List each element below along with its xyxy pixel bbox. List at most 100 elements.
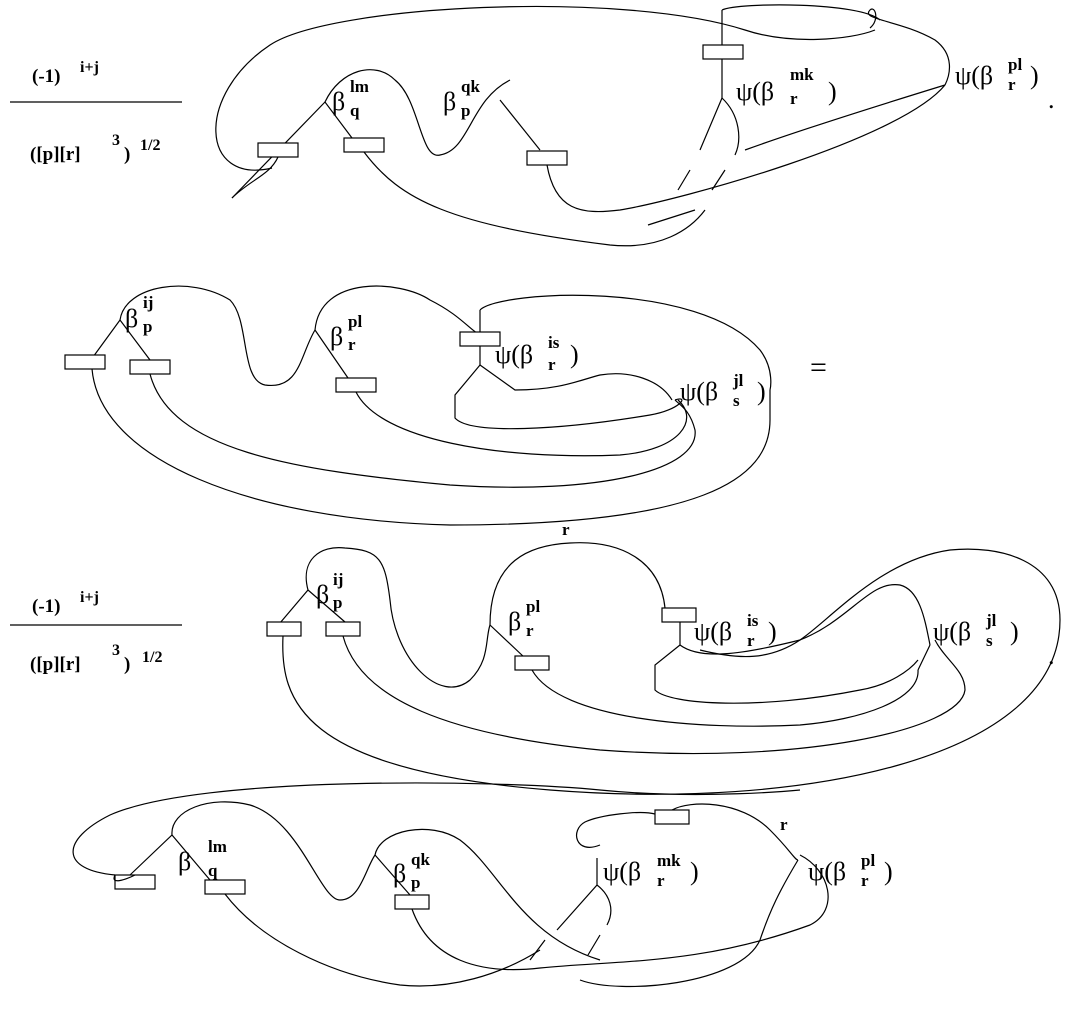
- diagram-1-mk-legs: [699, 97, 740, 156]
- svg-text:r: r: [526, 621, 534, 640]
- svg-text:mk: mk: [657, 851, 681, 870]
- diagram-4-label-psi-mk: ψ(β mk r ): [603, 851, 699, 890]
- diagram-1-box-lm: [343, 137, 385, 153]
- diagram-1-pl-strand: [744, 84, 946, 151]
- diagram-1-arc-lm-qk: [324, 69, 511, 156]
- diagram-1-label-beta-qk: β qk p: [443, 77, 480, 120]
- svg-text:r: r: [548, 355, 556, 374]
- diagram-2-box-pl: [335, 377, 377, 393]
- svg-text:β: β: [508, 607, 521, 636]
- svg-text:r: r: [348, 335, 356, 354]
- svg-text:): ): [1010, 617, 1019, 646]
- svg-text:β: β: [393, 859, 406, 888]
- diagram-4-box-qk: [394, 894, 430, 910]
- diagram-4-beta-qk-leg: [374, 854, 411, 896]
- diagram-3-arc-ij-pl: [305, 547, 491, 688]
- svg-text:r: r: [1008, 75, 1016, 94]
- diagram-1-period: .: [1048, 85, 1055, 114]
- diagram-4-arc-qk: [374, 828, 601, 961]
- diagram-2-label-beta-ij: β ij p: [125, 293, 153, 336]
- svg-text:p: p: [143, 317, 152, 336]
- svg-text:r: r: [657, 871, 665, 890]
- svg-text:β: β: [443, 87, 456, 116]
- diagram-4-mk-vertex: [556, 858, 612, 931]
- fraction-coefficient-2: (-1) i+j ([p][r] 3 ) 1/2: [10, 589, 182, 675]
- svg-text:): ): [1030, 61, 1039, 90]
- diagram-2-arc-pl-is: [314, 285, 481, 336]
- svg-text:ψ(β: ψ(β: [680, 377, 718, 406]
- fraction-1-numerator-exponent: i+j: [80, 59, 99, 76]
- diagram-4-label-beta-qk: β qk p: [393, 850, 430, 892]
- diagram-4-beta-lm-vertex: [129, 834, 211, 881]
- fraction-1-denominator-cube: 3: [112, 132, 120, 149]
- diagram-4-label-beta-lm: β lm q: [178, 837, 227, 880]
- diagram-3-box-left: [266, 621, 302, 637]
- diagram-1-top-strand: [721, 4, 881, 21]
- svg-text:pl: pl: [1008, 55, 1022, 74]
- fraction-2-denominator-close: ): [124, 654, 130, 675]
- svg-text:): ): [570, 340, 579, 369]
- diagram-4-box-left-join: [113, 874, 136, 882]
- diagram-2-outer-bottom-strand: [91, 368, 771, 526]
- fraction-2-numerator-exponent: i+j: [80, 589, 99, 606]
- diagram-2-box-left: [64, 354, 106, 370]
- svg-text:jl: jl: [985, 611, 997, 630]
- diagram-4-under-strand: [579, 859, 799, 988]
- fraction-1-denominator-exponent: 1/2: [140, 137, 160, 154]
- diagram-1-box-mk: [702, 44, 744, 60]
- diagram-2-arc-ij-pl: [119, 285, 316, 386]
- svg-text:): ): [828, 77, 837, 106]
- svg-text:qk: qk: [411, 850, 430, 869]
- diagram-3-period: .: [1048, 641, 1055, 670]
- diagram-2-label-psi-is: ψ(β is r ): [495, 333, 579, 374]
- diagram-4-box-mk: [654, 809, 690, 825]
- svg-text:r: r: [747, 631, 755, 650]
- diagram-3-box-is: [661, 607, 697, 623]
- fraction-coefficient-1: (-1) i+j ([p][r] 3 ) 1/2: [10, 59, 182, 165]
- fraction-1-denominator: ([p][r]: [30, 144, 81, 165]
- svg-text:q: q: [208, 861, 218, 880]
- diagram-4-r-strand: [671, 803, 799, 861]
- fraction-2-denominator: ([p][r]: [30, 654, 81, 675]
- svg-text:p: p: [461, 101, 470, 120]
- diagram-1-outer-loop: [215, 5, 876, 171]
- diagram-4-lower-strand-2: [411, 854, 829, 971]
- diagram-3-inner-strand: [531, 669, 919, 727]
- svg-text:s: s: [986, 631, 993, 650]
- diagram-3-is-right-leg: [679, 584, 931, 655]
- svg-text:is: is: [747, 611, 759, 630]
- diagram-3-box-pl: [514, 655, 550, 671]
- svg-text:β: β: [178, 847, 191, 876]
- diagram-2-label-psi-jl: ψ(β jl s ): [680, 371, 766, 410]
- diagram-4: r β lm q β qk p ψ(β mk r ) ψ(β pl r ): [72, 782, 893, 988]
- diagram-1-lower-strand-2: [546, 84, 946, 213]
- diagram-1-crossing-gaps: [677, 169, 726, 191]
- svg-text:r: r: [790, 89, 798, 108]
- diagram-2-is-left-leg: [454, 364, 683, 430]
- svg-text:ij: ij: [143, 293, 153, 312]
- diagram-1-under-strand: [647, 209, 696, 226]
- diagram-1-box-left-strand: [231, 156, 279, 199]
- diagram-1-lower-strand-1: [363, 151, 706, 247]
- svg-text:pl: pl: [526, 597, 540, 616]
- svg-text:ψ(β: ψ(β: [933, 617, 971, 646]
- svg-text:p: p: [333, 593, 342, 612]
- diagram-4-arc-lm-qk: [171, 801, 376, 901]
- diagram-3-r-arc: [489, 542, 666, 626]
- svg-text:ψ(β: ψ(β: [808, 857, 846, 886]
- svg-text:): ): [768, 617, 777, 646]
- svg-text:q: q: [350, 101, 360, 120]
- diagram-4-lower-strand-1: [224, 893, 541, 987]
- diagram-3-strand-label-r: r: [562, 520, 570, 539]
- svg-text:ij: ij: [333, 570, 343, 589]
- diagram-1-label-psi-mk: ψ(β mk r ): [736, 65, 837, 108]
- diagram-3-label-psi-jl: ψ(β jl s ): [933, 611, 1019, 650]
- svg-text:s: s: [733, 391, 740, 410]
- svg-text:ψ(β: ψ(β: [694, 617, 732, 646]
- svg-text:β: β: [330, 322, 343, 351]
- fraction-2-denominator-cube: 3: [112, 642, 120, 659]
- diagram-3: r β ij p β pl r ψ(β is r ) ψ(β jl s ) .: [266, 520, 1061, 795]
- diagram-3-label-psi-is: ψ(β is r ): [694, 611, 777, 650]
- diagram-3-is-left-leg: [654, 644, 919, 704]
